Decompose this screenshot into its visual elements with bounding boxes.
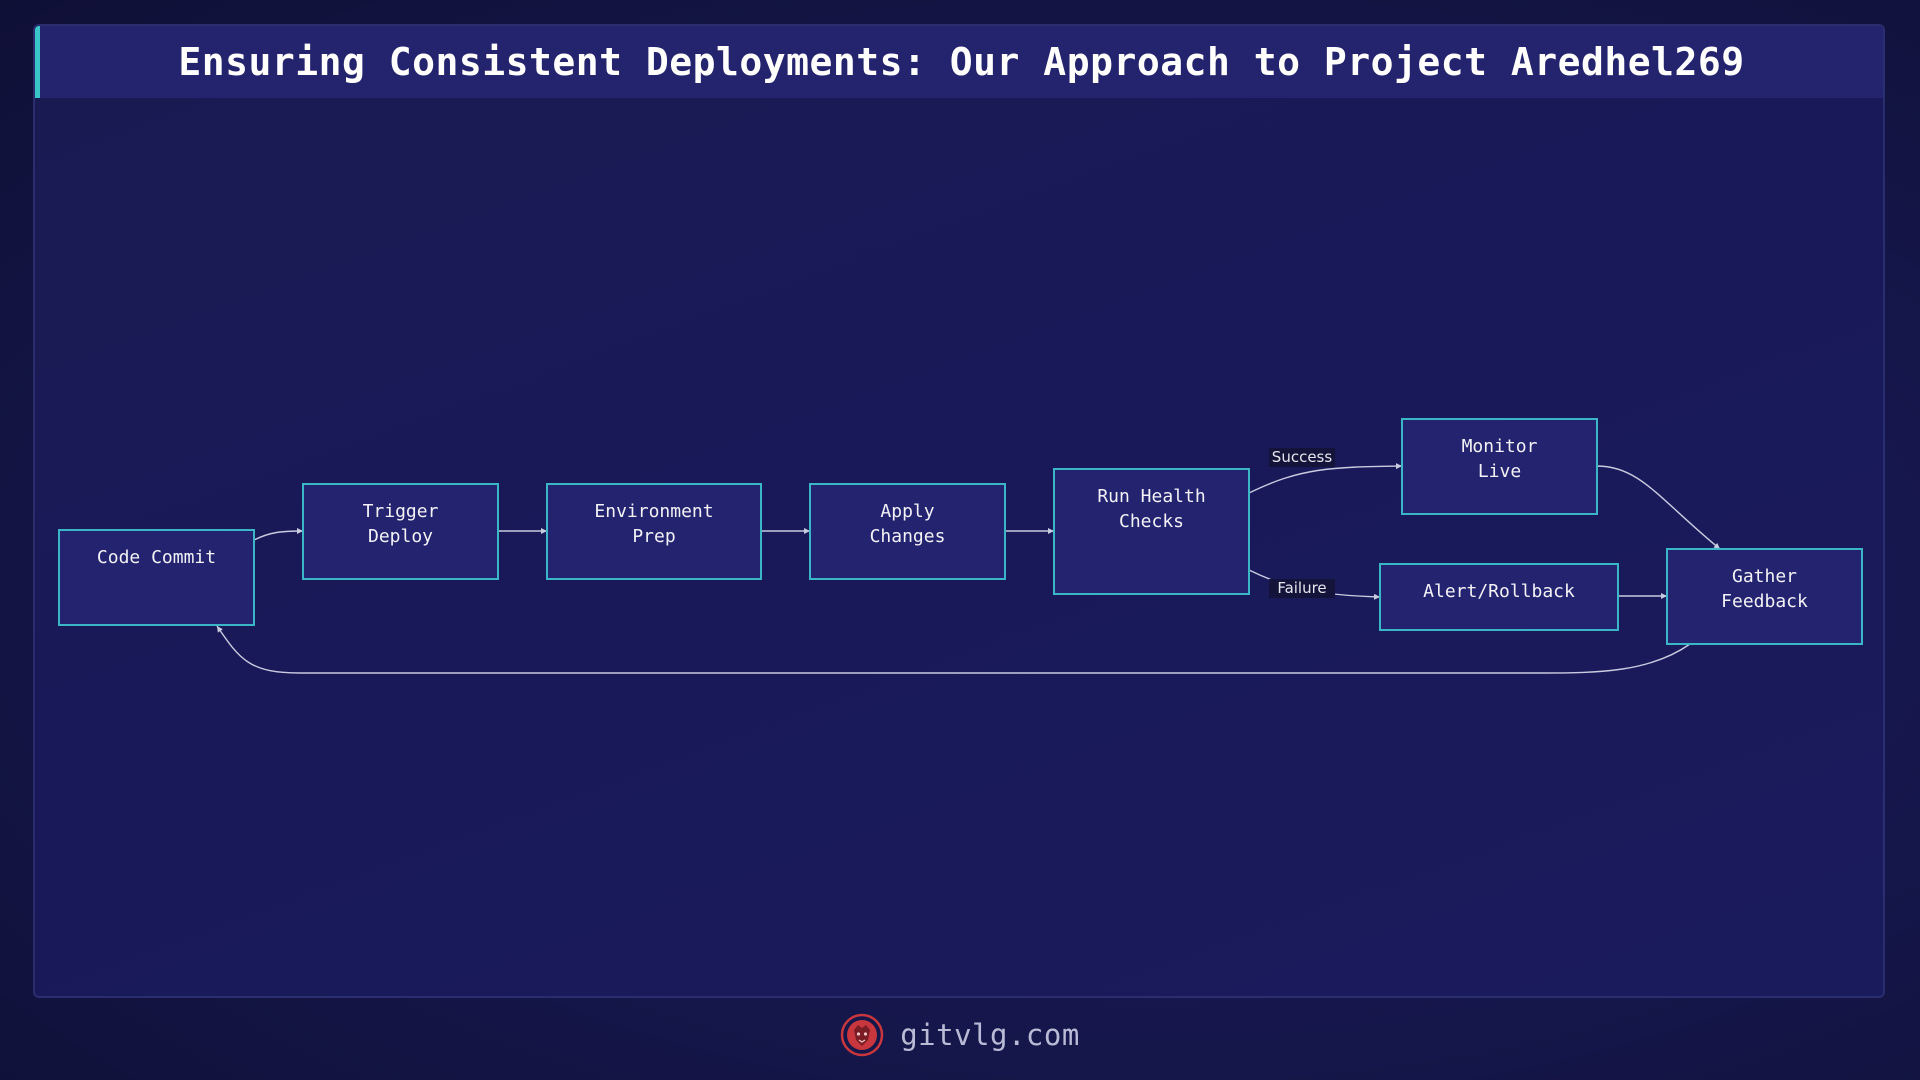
node-box xyxy=(1666,548,1863,645)
node-box xyxy=(546,483,762,580)
footer-site: gitvlg.com xyxy=(900,1018,1080,1052)
edge-label-background xyxy=(1268,448,1336,467)
node-label: Checks xyxy=(1119,511,1184,532)
node-label: Code Commit xyxy=(97,547,216,568)
node-label: Live xyxy=(1478,461,1521,482)
node-label: Changes xyxy=(870,526,946,547)
edge-code-commit-to-trigger-deploy xyxy=(253,528,304,541)
node-box xyxy=(302,483,499,580)
node-label: Apply xyxy=(880,501,934,522)
node-box xyxy=(1053,468,1250,595)
edges-layer xyxy=(216,463,1721,674)
title-bar: Ensuring Consistent Deployments: Our App… xyxy=(35,26,1883,98)
node-label: Gather xyxy=(1732,566,1797,587)
edge-run-health-checks-to-monitor-live xyxy=(1248,463,1403,494)
node-box xyxy=(58,529,255,626)
edge-gather-feedback-to-code-commit xyxy=(216,625,1691,674)
lion-head-icon xyxy=(840,1013,884,1057)
node-label: Monitor xyxy=(1462,436,1538,457)
edge-label-success: Success xyxy=(1268,448,1336,467)
node-label: Trigger xyxy=(363,501,439,522)
node-label: Environment xyxy=(594,501,713,522)
page-title: Ensuring Consistent Deployments: Our App… xyxy=(178,40,1745,84)
node-box xyxy=(1379,563,1619,631)
flow-diagram: Code CommitTriggerDeployEnvironmentPrepA… xyxy=(58,418,1863,674)
edge-label-failure: Failure xyxy=(1268,579,1336,598)
nodes-layer: Code CommitTriggerDeployEnvironmentPrepA… xyxy=(58,418,1863,645)
node-label: Feedback xyxy=(1721,591,1808,612)
edge-monitor-live-to-gather-feedback xyxy=(1596,465,1721,550)
edge-label-text: Success xyxy=(1272,448,1333,466)
node-label: Prep xyxy=(632,526,675,547)
node-label: Deploy xyxy=(368,526,433,547)
edge-label-text: Failure xyxy=(1277,579,1326,597)
node-code-commit: Code Commit xyxy=(58,529,255,626)
footer: gitvlg.com xyxy=(0,1010,1920,1060)
node-label: Run Health xyxy=(1097,486,1205,507)
edge-label-background xyxy=(1268,579,1336,598)
node-box xyxy=(1401,418,1598,515)
node-label: Alert/Rollback xyxy=(1423,581,1575,602)
node-alert-rollback: Alert/Rollback xyxy=(1379,563,1619,631)
node-box xyxy=(809,483,1006,580)
